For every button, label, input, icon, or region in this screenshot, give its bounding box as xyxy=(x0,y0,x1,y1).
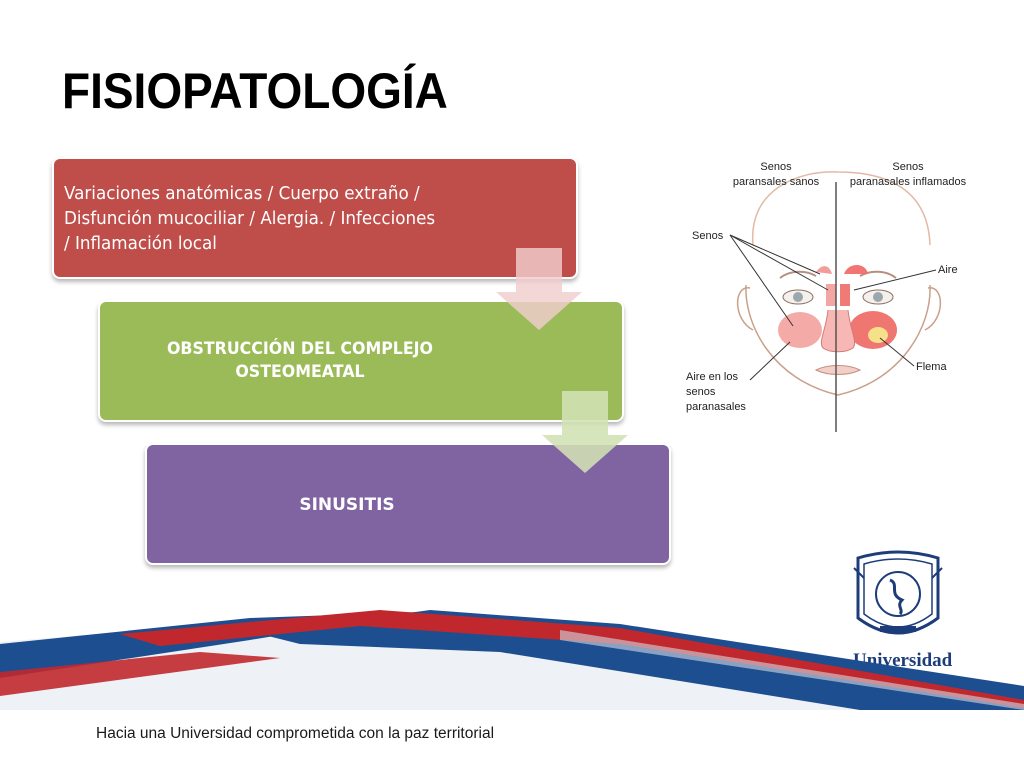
svg-text:paranasales: paranasales xyxy=(686,401,746,413)
flow-step-causes: Variaciones anatómicas / Cuerpo extraño … xyxy=(52,157,578,279)
arrow-down-icon xyxy=(496,248,582,330)
arrow-down-icon xyxy=(542,391,628,473)
svg-text:Senos: Senos xyxy=(692,230,724,242)
svg-text:Flema: Flema xyxy=(916,361,947,373)
flow-step-sinusitis-text: SINUSITIS xyxy=(299,495,395,515)
slide-title: FISIOPATOLOGÍA xyxy=(62,63,448,119)
svg-text:paransales sanos: paransales sanos xyxy=(733,176,820,188)
sinus-illustration: Senos paransales sanos Senos paranasales… xyxy=(678,150,1008,435)
svg-text:paranasales inflamados: paranasales inflamados xyxy=(850,176,967,188)
svg-text:Senos: Senos xyxy=(760,161,792,173)
university-seal-icon xyxy=(853,550,943,635)
svg-text:Aire: Aire xyxy=(938,264,958,276)
flow-step-obstruction-text: OBSTRUCCIÓN DEL COMPLEJO OSTEOMEATAL xyxy=(166,339,434,382)
svg-text:senos: senos xyxy=(686,386,716,398)
flow-step-sinusitis: SINUSITIS xyxy=(145,443,671,565)
footer-slogan: Hacia una Universidad comprometida con l… xyxy=(96,725,495,742)
flow-step-causes-text: Variaciones anatómicas / Cuerpo extraño … xyxy=(64,183,436,254)
svg-text:Aire en los: Aire en los xyxy=(686,371,738,383)
decorative-bands xyxy=(0,610,1024,710)
svg-text:Senos: Senos xyxy=(892,161,924,173)
